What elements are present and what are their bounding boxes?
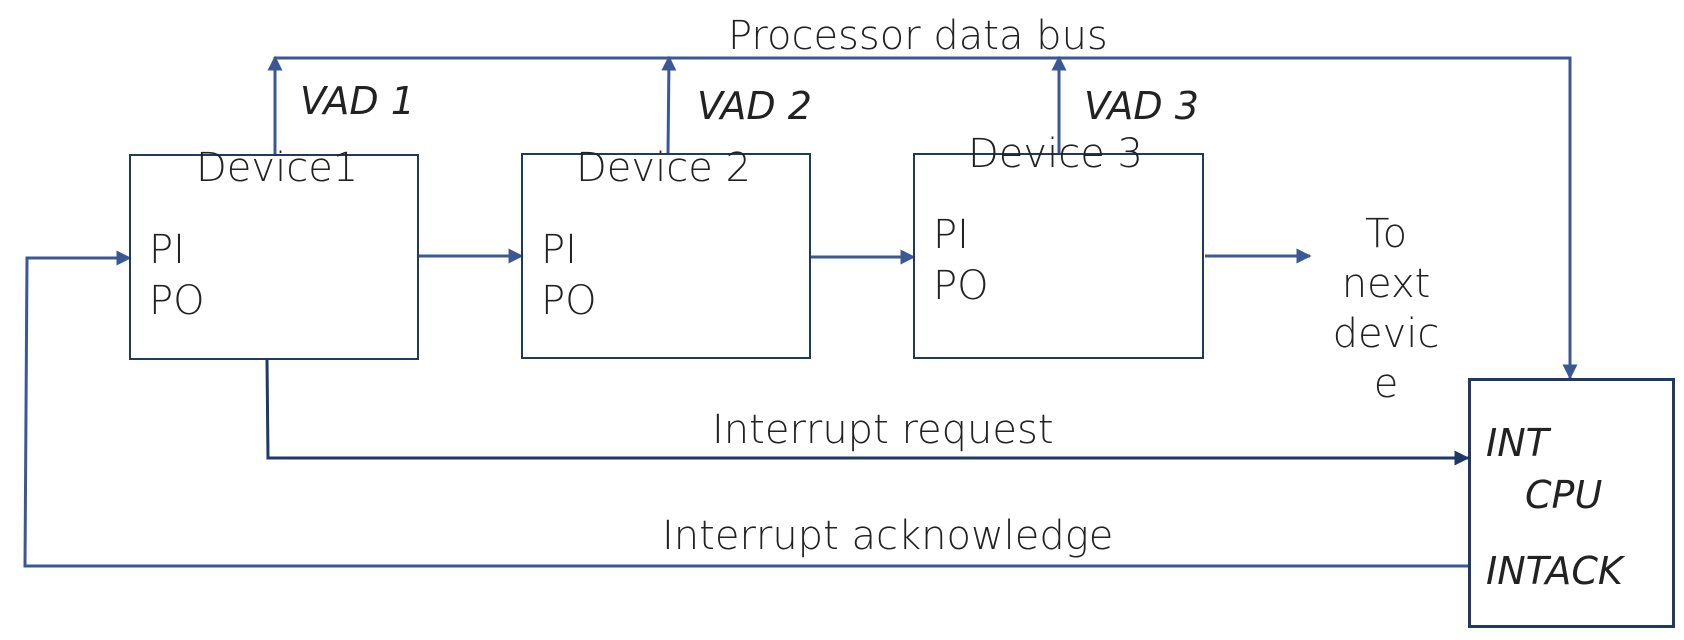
next-device-line-2: next [1341,261,1431,307]
vad-2-label: VAD 2 [697,84,812,128]
device-1-title: Device1 [196,145,359,191]
device-3-pi-label: PI [933,212,969,258]
next-device-line-3: devic [1332,311,1440,357]
cpu-name-label: CPU [1525,473,1603,517]
processor-data-bus-line [275,56,1578,380]
cpu-int-label: INT [1486,421,1549,465]
processor-data-bus-label: Processor data bus [728,13,1108,59]
vad-1-label: VAD 1 [300,79,415,123]
vad-3-label: VAD 3 [1084,84,1199,128]
interrupt-request-label: Interrupt request [712,407,1054,453]
cpu-intack-label: INTACK [1486,549,1623,593]
next-device-line-1: To [1364,211,1408,257]
device-2-po-label: PO [541,278,597,324]
interrupt-request-line [265,359,1470,466]
interrupt-acknowledge-line [23,250,1470,568]
device-3-po-label: PO [933,263,989,309]
device-1-pi-label: PI [149,227,185,273]
device-1-box [129,154,419,360]
vad2-line [661,55,677,155]
device-2-pi-label: PI [541,227,577,273]
interrupt-acknowledge-label: Interrupt acknowledge [662,513,1114,559]
device-1-po-label: PO [149,278,205,324]
device-2-title: Device 2 [576,145,751,191]
cpu-box [1468,378,1675,628]
device-2-box [521,153,811,359]
device-3-box [913,153,1204,359]
next-device-line-4: e [1373,361,1399,407]
device-3-title: Device 3 [968,131,1143,177]
